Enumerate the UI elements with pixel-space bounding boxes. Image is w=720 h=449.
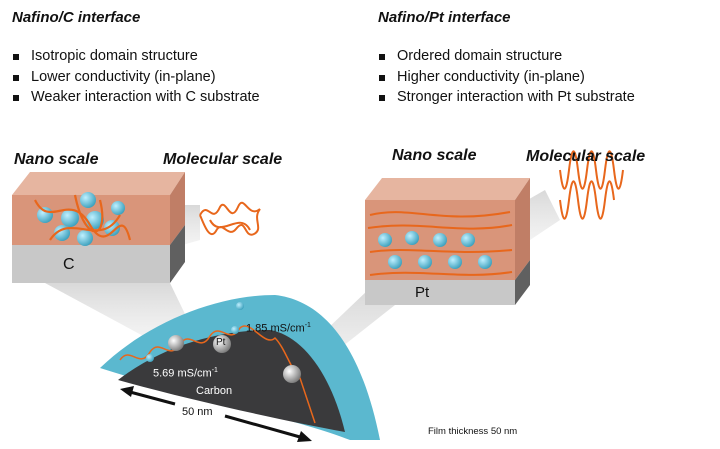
carbon-label: Carbon — [196, 385, 233, 397]
scale-bar-label: 50 nm — [182, 406, 213, 418]
left-title: Nafino/C interface — [12, 9, 141, 26]
substrate-pt-label: Pt — [415, 284, 430, 301]
exponent: -1 — [211, 367, 218, 374]
substrate-c-label: C — [63, 256, 75, 273]
nano-box-carbon — [12, 172, 185, 283]
left-molecular-label: Molecular scale — [163, 151, 283, 168]
polymer-chains-ordered — [559, 150, 624, 220]
left-nano-label: Nano scale — [14, 151, 99, 168]
bullet: Lower conductivity (in-plane) — [12, 67, 260, 88]
polymer-coil-isotropic — [199, 201, 261, 236]
carbon-particle — [100, 295, 380, 440]
nano-box-pt — [365, 178, 530, 305]
right-nano-label: Nano scale — [392, 147, 477, 164]
bullet: Higher conductivity (in-plane) — [378, 67, 635, 88]
pt-conductivity-value: 1.85 mS/cm — [246, 322, 305, 335]
c-conductivity-value: 5.69 mS/cm — [153, 367, 212, 380]
scale-bar-arrows — [120, 386, 312, 442]
film-thickness-label: Film thickness 50 nm — [428, 426, 518, 437]
pt-conductivity: 1.85 mS/cm-1 — [246, 322, 311, 335]
bullet: Stronger interaction with Pt substrate — [378, 87, 635, 108]
right-bullets: Ordered domain structure Higher conducti… — [378, 46, 635, 108]
c-conductivity: 5.69 mS/cm-1 — [153, 367, 218, 380]
bullet: Weaker interaction with C substrate — [12, 87, 260, 108]
right-molecular-label: Molecular scale — [526, 148, 646, 165]
bullet: Isotropic domain structure — [12, 46, 260, 67]
right-title: Nafino/Pt interface — [378, 9, 511, 26]
left-bullets: Isotropic domain structure Lower conduct… — [12, 46, 260, 108]
bullet: Ordered domain structure — [378, 46, 635, 67]
pt-particle-label: Pt — [216, 337, 226, 348]
exponent: -1 — [304, 322, 311, 329]
